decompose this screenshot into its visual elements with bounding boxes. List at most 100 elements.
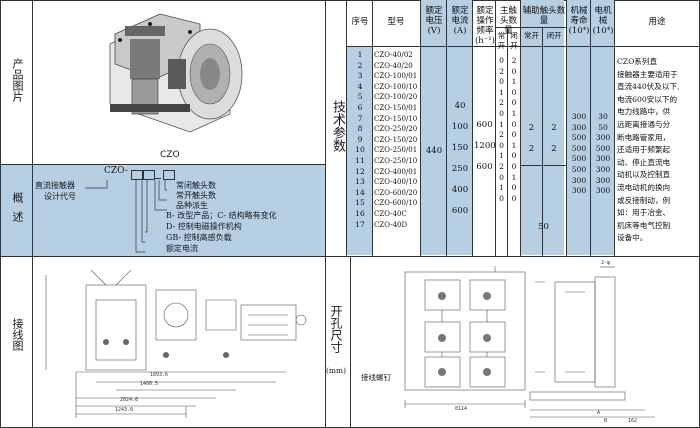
seq-cell: 15	[355, 198, 365, 208]
dim-f: 1893.6	[150, 372, 169, 378]
legend-6: GB- 控制高感负载	[166, 233, 232, 242]
seq-cell: 9	[357, 134, 363, 144]
use-text-line: 或反接制动，例	[617, 195, 671, 205]
main-open-cell: 0	[499, 108, 504, 118]
main-closed-cell: 0	[511, 130, 517, 140]
code-box-4	[163, 170, 175, 180]
mech-life-cell: 300	[571, 186, 587, 196]
main-closed-cell: 0	[511, 119, 517, 129]
contactor-product-photo	[109, 13, 243, 133]
seq-col-bg	[347, 46, 372, 255]
use-text-line: CZO系列直	[617, 57, 658, 66]
hole-label-divider	[350, 256, 351, 428]
hdr-current: 额定电流(A)	[451, 6, 469, 36]
legend-4: B- 改型产品；C- 结构略有变化	[166, 211, 277, 220]
code-box-2	[143, 170, 155, 180]
col-div-4	[472, 0, 473, 256]
use-text-line: 动、停止直流电	[617, 157, 671, 167]
label-overview-text: 概述	[11, 192, 24, 230]
dim-i: 1243.6	[115, 407, 134, 413]
main-open-cell: 0	[499, 193, 504, 203]
col-div-9	[614, 0, 615, 256]
main-closed-cell: 0	[511, 87, 517, 97]
code-label-2: 设计代号	[44, 192, 76, 201]
mech-life-cell: 500	[571, 154, 587, 164]
main-open-cell: 0	[499, 56, 504, 65]
dim-d: B	[604, 418, 608, 424]
hole-dims-text: 开孔尺寸	[329, 305, 343, 353]
main-closed-cell: 0	[511, 183, 517, 193]
wiring-screw-note: 接线螺钉	[361, 373, 391, 382]
top-border	[0, 0, 700, 1]
elec-life-cell: 500	[595, 143, 611, 153]
hdr-seq: 序号	[351, 17, 369, 27]
mech-life-cell: 300	[571, 122, 587, 132]
tech-params-label: 技术参数	[330, 100, 345, 156]
code-bracket-lines	[85, 180, 167, 253]
elec-life-cell: 300	[595, 154, 611, 164]
mech-life-cell: 300	[571, 175, 587, 185]
main-open-cell: 1	[499, 119, 504, 129]
hdr-main: 主触头数量	[499, 6, 517, 36]
use-text-line: 远距离接通与分	[617, 119, 671, 129]
model-cell: CZO-250/10	[374, 156, 418, 165]
main-closed-cell: 1	[511, 140, 517, 150]
hdr-use: 用途	[648, 17, 666, 27]
use-text-line: 机床等电气控制	[617, 220, 671, 230]
main-open-cell: 1	[499, 151, 504, 161]
seq-cell: 5	[357, 92, 363, 102]
overview-bg	[33, 165, 325, 256]
use-text-line: 设备中。	[617, 233, 648, 243]
hole-unit: (mm)	[326, 366, 347, 375]
mech-life-cell: 500	[571, 164, 587, 174]
current-cell: 400	[451, 185, 469, 195]
aux-closed-cell: 2	[551, 144, 557, 154]
main-closed-cell: 1	[511, 108, 517, 118]
col-div-7	[566, 0, 567, 256]
freq-cell: 600	[476, 162, 493, 172]
seq-cell: 17	[355, 219, 365, 229]
tech-label-divider	[346, 0, 347, 256]
main-closed-cell: 0	[511, 66, 517, 76]
model-cell: CZO-150/01	[374, 103, 418, 112]
col-div-8	[590, 0, 591, 256]
use-text-line: 如：用于冶金、	[617, 208, 671, 218]
model-cell: CZO-100/20	[374, 93, 418, 102]
main-open-cell: 2	[499, 161, 504, 171]
main-closed-cell: 0	[511, 193, 517, 203]
model-cell: CZO-250/01	[374, 146, 418, 155]
main-closed-cell: 1	[511, 77, 517, 87]
seq-cell: 4	[357, 81, 363, 91]
current-cell: 150	[451, 143, 469, 153]
seq-cell: 11	[355, 155, 365, 165]
label-wiring: 接线图	[10, 318, 24, 355]
use-text-line: 断电路管家用，	[617, 132, 671, 142]
freq-cell: 1200	[474, 141, 496, 151]
mech-life-cell: 300	[571, 112, 587, 121]
main-closed-cell: 0	[511, 161, 517, 171]
hole-drawing	[404, 266, 655, 418]
elec-life-cell: 300	[595, 186, 611, 196]
col-div-5b	[507, 27, 508, 256]
elec-life-cell: 300	[595, 164, 611, 174]
seq-cell: 16	[355, 208, 365, 218]
seq-cell: 12	[355, 166, 365, 176]
dim-h: 2024.6	[120, 397, 139, 403]
seq-cell: 14	[355, 187, 365, 197]
model-cell: CZO-250/20	[374, 125, 418, 134]
col-div-6b	[542, 27, 543, 256]
model-cell: CZO-40/02	[374, 51, 413, 59]
legend-5: D- 控制电磁操作机构	[166, 222, 242, 231]
label-overview: 概述	[10, 192, 24, 234]
use-text-line: 流电动机的换向	[617, 182, 671, 192]
hdr-aux-closed: 闭开	[546, 31, 562, 40]
current-cell: 40	[454, 101, 466, 111]
product-caption: CZO	[160, 150, 180, 160]
seq-cell: 3	[357, 71, 363, 81]
use-text-line: 电力线路中，供	[617, 107, 671, 117]
